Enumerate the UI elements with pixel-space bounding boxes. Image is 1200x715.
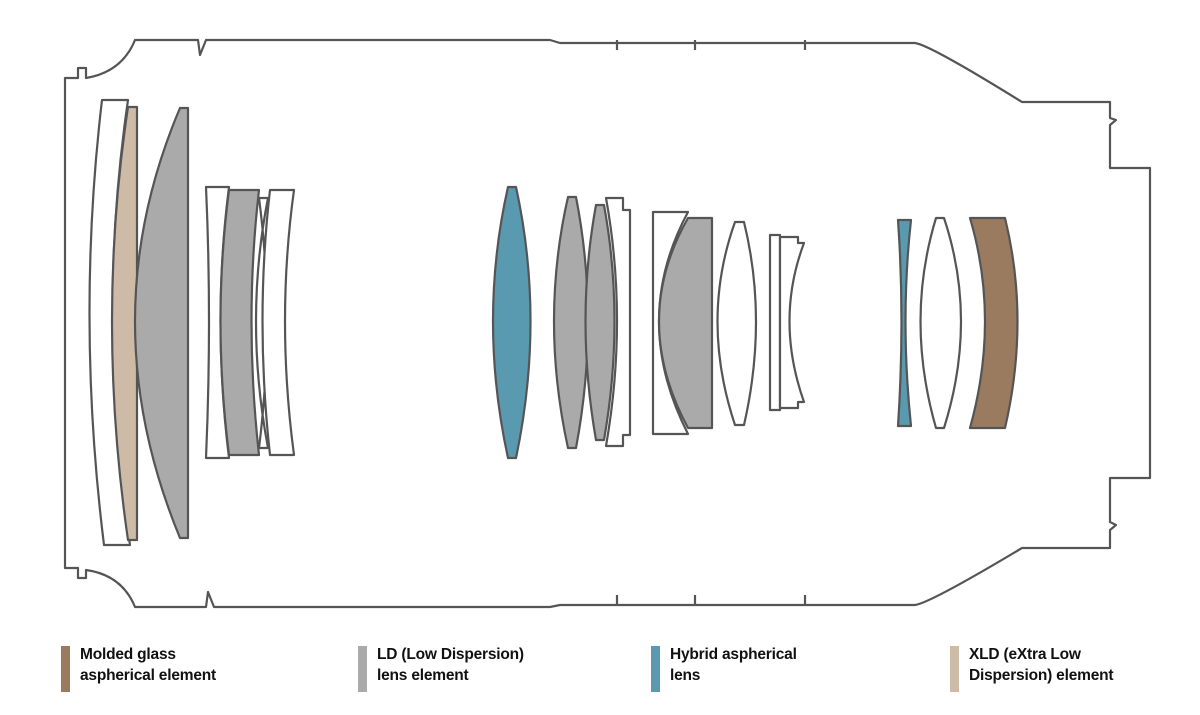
lens-element-7 <box>716 220 758 427</box>
lens-element-8 <box>768 233 782 412</box>
lens-element-molded <box>968 216 1019 430</box>
lens-barrel-outline <box>63 38 1152 609</box>
lens-element-hybrid-2 <box>896 218 913 428</box>
legend-swatch <box>950 646 959 692</box>
lens-element-10 <box>919 216 963 430</box>
legend-item-ld: LD (Low Dispersion)lens element <box>358 644 524 692</box>
lens-element-ld-5 <box>657 216 714 430</box>
lens-element-ld-3 <box>552 195 590 450</box>
legend-swatch <box>651 646 660 692</box>
lens-element-ld-4 <box>584 203 616 442</box>
lens-element-9 <box>778 235 806 410</box>
lens-element-5 <box>604 196 632 448</box>
barrel-divider-1 <box>615 40 807 605</box>
lens-element-4 <box>261 188 296 457</box>
legend-label: LD (Low Dispersion)lens element <box>377 646 524 684</box>
legend-swatch <box>61 646 70 692</box>
lens-element-hybrid-1 <box>491 185 532 460</box>
lens-element-xld <box>110 105 139 542</box>
lens-element-ld-2 <box>219 188 261 457</box>
legend-swatch <box>358 646 367 692</box>
lens-element-ld-1 <box>133 106 190 540</box>
lens-construction-diagram <box>63 38 1152 609</box>
